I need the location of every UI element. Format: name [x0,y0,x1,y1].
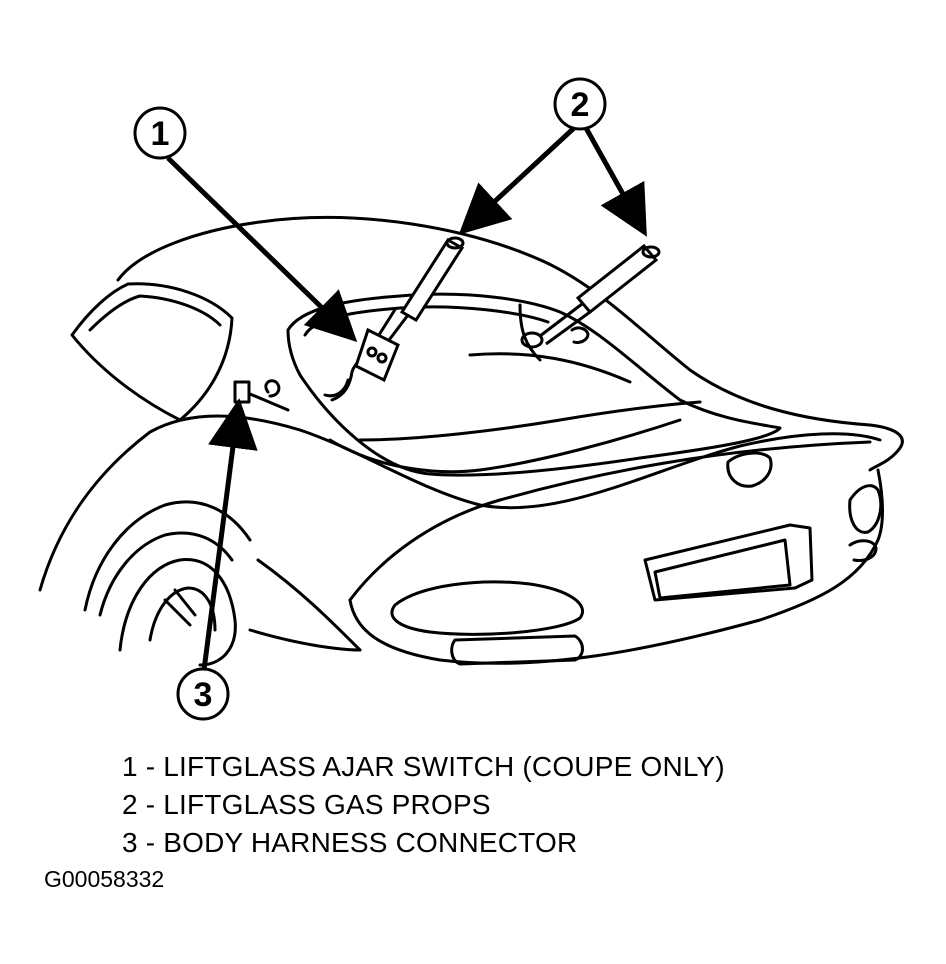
leader-arrows [166,126,647,671]
legend: 1 - LIFTGLASS AJAR SWITCH (COUPE ONLY) 2… [122,748,725,862]
callout-2-label: 2 [571,86,590,124]
gas-prop-right [520,243,661,349]
figure-id: G00058332 [44,866,165,892]
ajar-switch [354,327,400,383]
callout-1: 1 [133,106,187,160]
car-body-outline [38,215,904,667]
callout-1-label: 1 [151,115,170,153]
legend-item: 1 - LIFTGLASS AJAR SWITCH (COUPE ONLY) [122,751,725,782]
gas-prop-left [370,236,465,353]
legend-item: 3 - BODY HARNESS CONNECTOR [122,827,578,858]
legend-item: 2 - LIFTGLASS GAS PROPS [122,789,491,820]
callout-3: 3 [176,667,230,721]
callout-2: 2 [553,77,607,131]
callout-3-label: 3 [194,676,213,714]
car-rear-diagram: 1 2 3 [38,77,904,721]
